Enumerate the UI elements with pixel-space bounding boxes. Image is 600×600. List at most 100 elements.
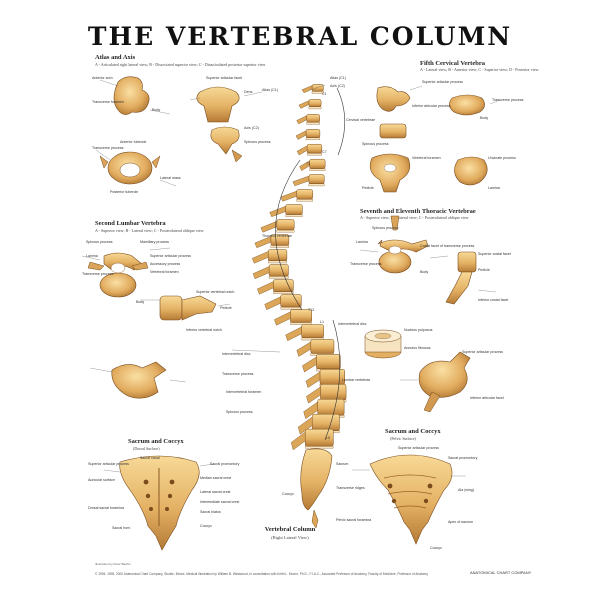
sacrum-pelvic-figure bbox=[369, 454, 453, 545]
label-l2-accessory: Accessory process bbox=[150, 262, 181, 266]
label-l2-transverse: Transverse process bbox=[82, 272, 114, 276]
spine-vertebral-body bbox=[305, 129, 321, 138]
sacrum-dorsal-subtitle: (Dorsal Surface) bbox=[133, 446, 160, 451]
copyright-footer: © 1994, 1995, 2000 Anatomical Chart Comp… bbox=[95, 572, 428, 576]
label-sd-sacral-horn: Sacral horn bbox=[112, 526, 131, 530]
label-sd-auricular: Auricular surface bbox=[88, 478, 115, 482]
label-sd-median-crest: Median sacral crest bbox=[200, 476, 232, 480]
spine-spinous-process bbox=[301, 85, 313, 94]
label-c5-vertebral-foramen: Vertebral foramen bbox=[412, 156, 441, 160]
spine-vertebral-body bbox=[310, 339, 335, 354]
label-transverse-process-atlas: Transverse process bbox=[92, 146, 124, 150]
cervical-bracket bbox=[336, 87, 346, 156]
thoracic-figures bbox=[377, 215, 477, 413]
label-sp-promontory: Sacral promontory bbox=[448, 456, 478, 460]
spine-spinous-process bbox=[252, 266, 270, 280]
sacrum-dorsal-title: Sacrum and Coccyx bbox=[128, 438, 184, 445]
mark-t1: T1 bbox=[306, 162, 311, 166]
lumbar-bracket bbox=[324, 319, 341, 441]
label-spine-transverse: Transverse process bbox=[222, 372, 254, 376]
mark-l1: L1 bbox=[320, 320, 324, 324]
label-spine-lumbar: Lumbar vertebrae bbox=[342, 378, 371, 382]
sacrum-pelvic-title: Sacrum and Coccyx bbox=[385, 428, 441, 435]
thoracic-bracket bbox=[275, 159, 303, 311]
label-l2-body: Body bbox=[136, 300, 145, 304]
label-posterior-tubercle: Posterior tubercle bbox=[110, 190, 139, 194]
label-sd-lateral-crest: Lateral sacral crest bbox=[200, 490, 231, 494]
spine-disc bbox=[306, 152, 322, 156]
atlas-axis-title: Atlas and Axis bbox=[95, 54, 136, 61]
label-leader-lines bbox=[81, 79, 501, 477]
label-c5-body: Body bbox=[480, 116, 489, 120]
spine-caption: Vertebral Column bbox=[264, 526, 316, 533]
fifth-cervical-title: Fifth Cervical Vertebra bbox=[420, 60, 485, 67]
label-dens: Dens bbox=[244, 90, 253, 94]
spine-disc bbox=[296, 199, 313, 202]
label-spine-coccyx: Coccyx bbox=[282, 492, 294, 496]
label-spine-foramen: Intervertebral foramen bbox=[226, 390, 262, 394]
label-sp-coccyx: Coccyx bbox=[430, 546, 442, 550]
label-spine-cervical: Cervical vertebrae bbox=[346, 118, 376, 122]
label-t-pedicle: Pedicle bbox=[478, 268, 490, 272]
label-intervertebral-disc: Intervertebral disc bbox=[338, 322, 367, 326]
sacrum-dorsal-figure bbox=[119, 455, 200, 551]
label-c5-uncinate: Uncinate process bbox=[488, 156, 516, 160]
spine-spinous-process bbox=[295, 130, 307, 140]
fifth-cervical-figures bbox=[369, 86, 488, 193]
disc-figure bbox=[364, 329, 402, 359]
second-lumbar-subtitle: A - Superior view; B - Lateral view; C -… bbox=[95, 228, 204, 233]
thoracic-title: Seventh and Eleventh Thoracic Vertebrae bbox=[360, 208, 476, 215]
spine-spinous-process bbox=[269, 205, 286, 218]
spine-spinous-process bbox=[306, 386, 321, 404]
label-sp-transverse-ridges: Transverse ridges bbox=[336, 486, 365, 490]
label-sd-sacral-hiatus: Sacral hiatus bbox=[200, 510, 221, 514]
spine-disc bbox=[305, 137, 321, 141]
label-c5-spinous: Spinous process bbox=[362, 142, 389, 146]
label-annulus-fibrosus: Annulus fibrosus bbox=[404, 346, 431, 350]
spine-spinous-process bbox=[254, 236, 272, 249]
label-sd-coccyx: Coccyx bbox=[200, 524, 212, 528]
second-lumbar-title: Second Lumbar Vertebra bbox=[95, 220, 166, 227]
label-spinous-process-axis: Spinous process bbox=[244, 140, 271, 144]
label-l2-pedicle: Pedicle bbox=[220, 306, 232, 310]
spine-spinous-process bbox=[296, 115, 307, 125]
spine-disc bbox=[268, 276, 289, 279]
label-l2-inferior-notch: Inferior vertebral notch bbox=[186, 328, 222, 332]
label-t-transverse: Transverse process bbox=[350, 262, 382, 266]
sacrum-pelvic-subtitle: (Pelvic Surface) bbox=[390, 436, 416, 441]
spine-spinous-process bbox=[257, 281, 274, 295]
spine-vertebral-body bbox=[301, 324, 324, 339]
label-spine-axis: Axis (C2) bbox=[330, 84, 345, 88]
label-transverse-foramen: Transverse foramen bbox=[92, 100, 125, 104]
spine-vertebral-body bbox=[280, 294, 302, 308]
spine-spinous-process bbox=[264, 296, 281, 311]
label-t-lamina: Lamina bbox=[356, 240, 368, 244]
label-c5-lamina: Lamina bbox=[488, 186, 500, 190]
label-l2-mamillary: Mamillary process bbox=[140, 240, 169, 244]
fifth-cervical-subtitle: A - Lateral view; B - Anterior view; C -… bbox=[420, 67, 539, 72]
spine-caption-sub: (Right Lateral View) bbox=[271, 535, 309, 540]
label-spine-promontory: Sacral promontory bbox=[210, 462, 240, 466]
spine-vertebral-body bbox=[311, 84, 324, 92]
label-spine-thoracic: Thoracic vertebrae bbox=[262, 234, 292, 238]
spine-spinous-process bbox=[296, 341, 311, 357]
label-t-superior-costal: Superior costal facet bbox=[478, 252, 511, 256]
spine-disc bbox=[268, 260, 288, 264]
spine-spinous-process bbox=[299, 160, 310, 171]
label-sp-ala: Ala (wing) bbox=[458, 488, 474, 492]
label-anterior-arch: Anterior arch bbox=[92, 76, 113, 80]
publisher-logo: ANATOMICAL CHART COMPANY bbox=[470, 570, 532, 575]
spine-sacrum bbox=[300, 448, 333, 511]
spine-vertebral-body bbox=[306, 143, 323, 154]
label-sd-dorsal-foramina: Dorsal sacral foramina bbox=[88, 506, 124, 510]
spine-vertebral-body bbox=[285, 204, 303, 215]
spine-vertebral-body bbox=[320, 384, 347, 401]
spine-vertebral-body bbox=[308, 99, 322, 108]
spine-vertebral-body bbox=[309, 158, 326, 169]
spine-spinous-process bbox=[298, 100, 310, 109]
spine-disc bbox=[305, 445, 334, 449]
spine-disc bbox=[309, 168, 326, 171]
atlas-axis-figures bbox=[99, 76, 243, 185]
